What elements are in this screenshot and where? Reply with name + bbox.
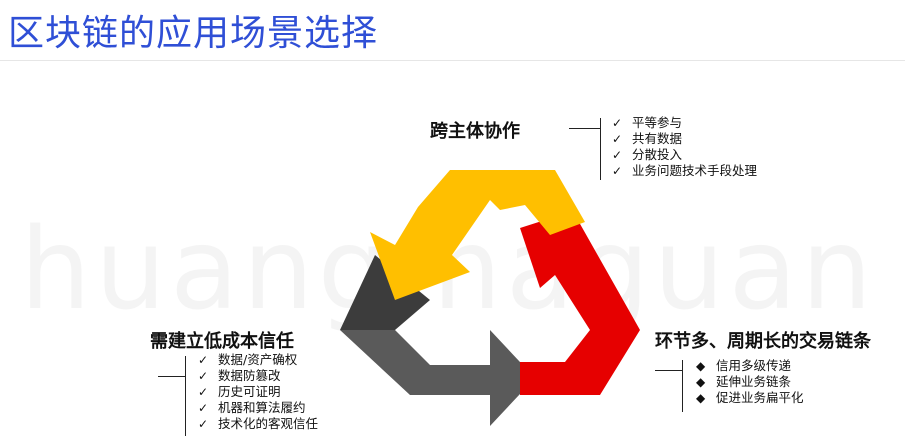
gray-arrow — [340, 330, 535, 426]
yellow-arrow — [370, 170, 585, 300]
list-item: ◆信用多级传递 — [696, 358, 792, 373]
top-bracket — [569, 118, 601, 180]
left-heading: 需建立低成本信任 — [150, 331, 294, 352]
list-item: ✓技术化的客观信任 — [198, 416, 319, 431]
list-item: ◆促进业务扁平化 — [696, 390, 804, 405]
list-item: ◆延伸业务链条 — [696, 374, 792, 389]
right-bracket — [655, 360, 683, 412]
right-list: ◆信用多级传递 ◆延伸业务链条 ◆促进业务扁平化 — [696, 358, 804, 406]
top-list: ✓平等参与 ✓共有数据 ✓分散投入 ✓业务问题技术手段处理 — [612, 115, 757, 179]
gray-arrow-body — [340, 255, 430, 330]
list-item: ✓业务问题技术手段处理 — [612, 163, 758, 178]
top-heading: 跨主体协作 — [430, 121, 520, 142]
page-title: 区块链的应用场景选择 — [8, 13, 379, 54]
left-bracket — [158, 356, 186, 436]
title-divider — [0, 60, 905, 61]
left-list: ✓数据/资产确权 ✓数据防篡改 ✓历史可证明 ✓机器和算法履约 ✓技术化的客观信… — [198, 352, 318, 432]
list-item: ✓数据/资产确权 — [198, 352, 298, 367]
list-item: ✓机器和算法履约 — [198, 400, 306, 415]
list-item: ✓平等参与 — [612, 115, 683, 130]
list-item: ✓历史可证明 — [198, 384, 281, 399]
red-arrow — [520, 215, 640, 395]
list-item: ✓分散投入 — [612, 147, 683, 162]
list-item: ✓共有数据 — [612, 131, 683, 146]
list-item: ✓数据防篡改 — [198, 368, 281, 383]
right-heading: 环节多、周期长的交易链条 — [655, 331, 871, 352]
